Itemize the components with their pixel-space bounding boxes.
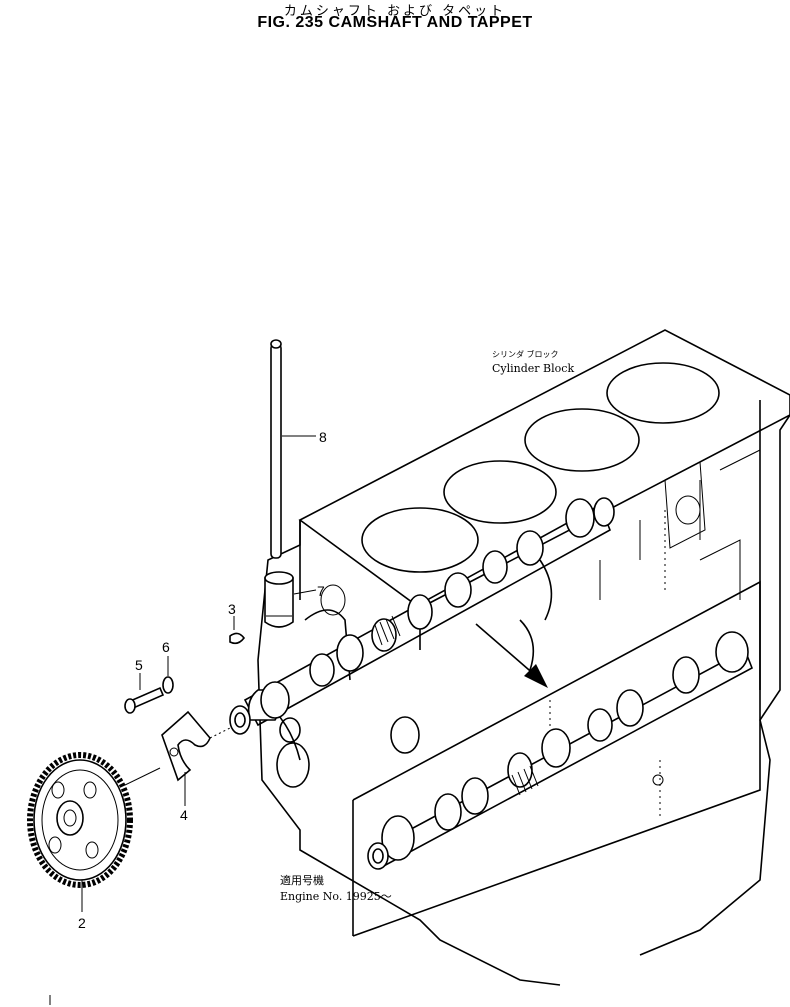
engine-applicability-label: Engine No. 19925～: [280, 890, 392, 903]
part-2-label: 2: [78, 915, 86, 931]
part-4-label: 4: [180, 807, 188, 823]
figure-title: FIG. 235 CAMSHAFT AND TAPPET: [257, 14, 533, 31]
part-7-label: 7: [317, 583, 325, 599]
detail-inset-frame: [352, 580, 761, 937]
part-8-push-rod: [270, 339, 316, 559]
part-5-label: 5: [135, 657, 143, 673]
camshaft-detail: [367, 631, 754, 870]
part-7-tappet: [264, 571, 317, 628]
cylinder-block-label: Cylinder Block: [492, 362, 574, 375]
part-6-label: 6: [162, 639, 170, 655]
part-5-bolt: [124, 673, 165, 714]
part-4-thrust-plate: [161, 710, 231, 806]
part-2-cam-gear: [27, 752, 161, 912]
cylinder-block-label-jp: シリンダ ブロック: [492, 349, 559, 359]
part-6-washer: [162, 656, 174, 694]
part-8-label: 8: [319, 429, 327, 445]
cylinder-block: [257, 329, 790, 986]
camshaft-installed: [229, 497, 615, 735]
part-3-key: [229, 616, 246, 645]
detail-arrow: [475, 623, 548, 688]
figure-title-japanese: カムシャフト および タペット: [283, 4, 507, 19]
part-3-label: 3: [228, 601, 236, 617]
engine-applicability-label-jp: 適用号機: [280, 873, 324, 887]
